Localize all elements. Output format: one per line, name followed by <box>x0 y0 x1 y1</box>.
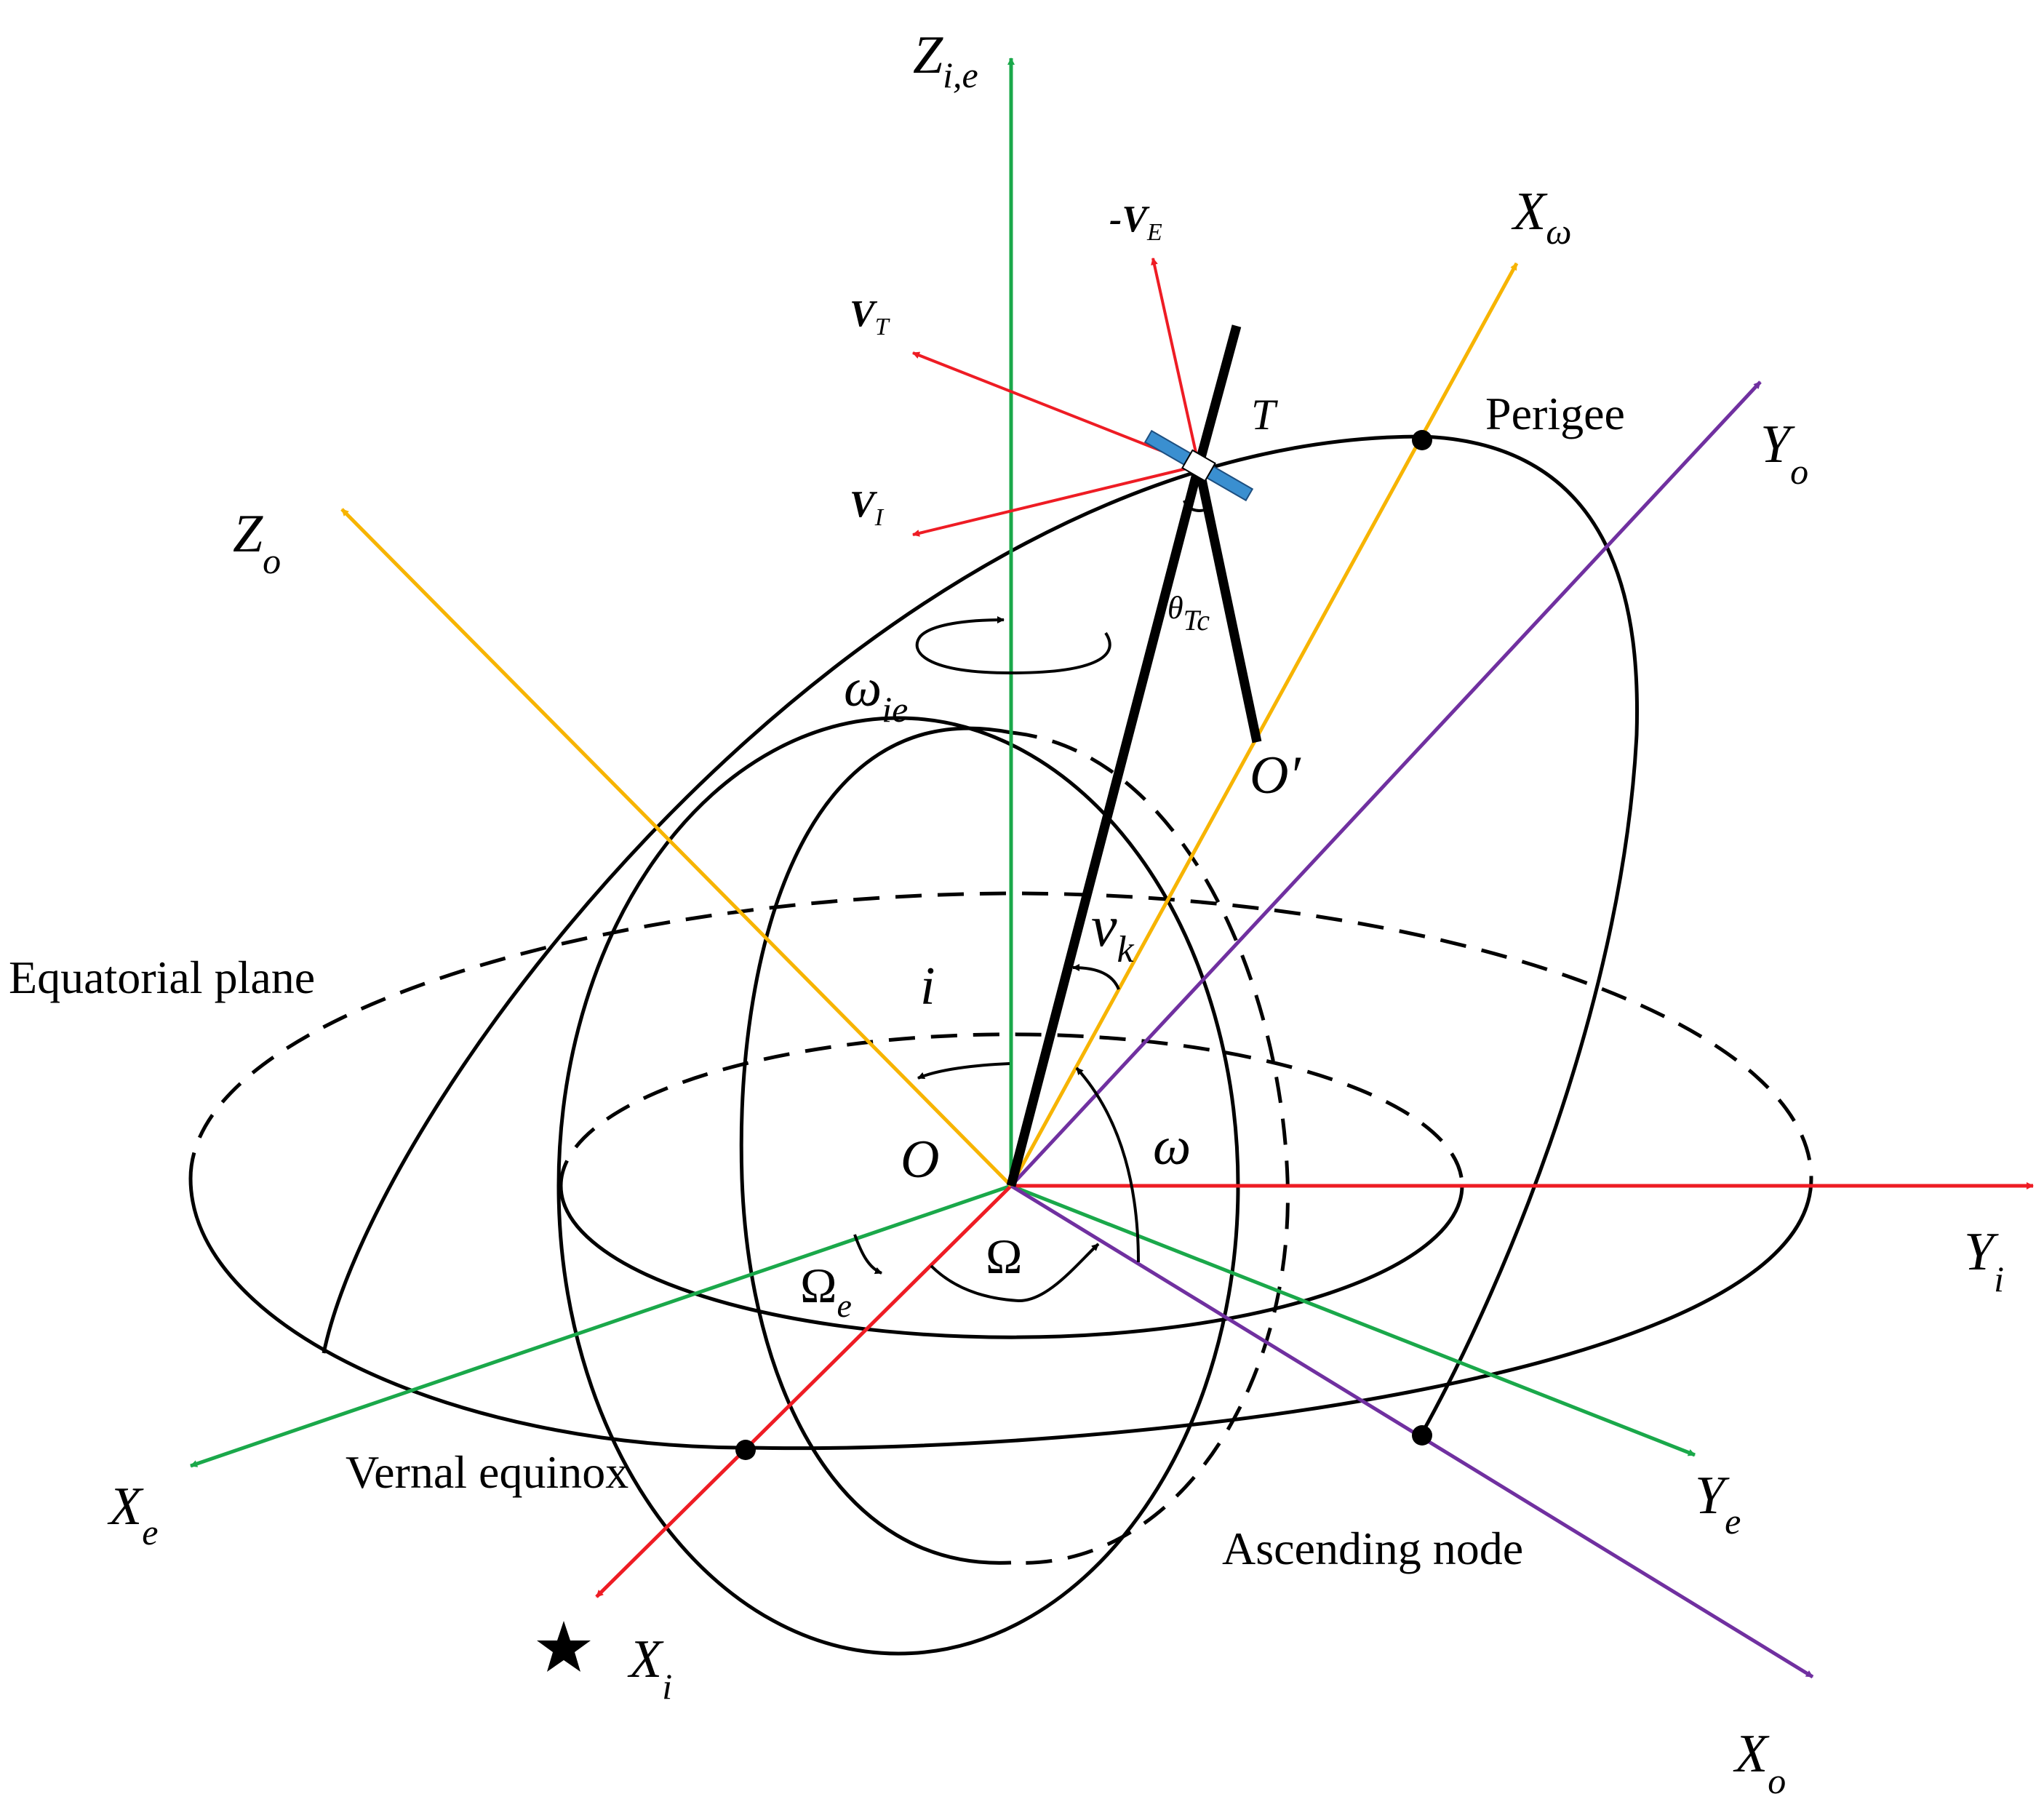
satellite-panel-right <box>1205 465 1254 502</box>
v-t-label: VT <box>850 293 890 340</box>
line-t-extension <box>1194 324 1242 467</box>
perigee-point <box>1412 430 1432 450</box>
v-t-vector <box>912 351 1199 467</box>
target-label: T <box>1251 391 1278 439</box>
orbit-ellipse <box>322 434 1640 1435</box>
equator-back <box>559 1032 1464 1187</box>
y-e-label: Ye <box>1695 1466 1741 1542</box>
inclination-arc <box>917 1062 1010 1080</box>
true-anomaly-arc <box>1072 964 1120 990</box>
z-o-label: Zo <box>233 504 281 581</box>
arg-perigee-arc <box>1075 1067 1140 1263</box>
x-i-label: Xi <box>627 1630 672 1707</box>
perigee-label: Perigee <box>1485 388 1625 439</box>
z-ie-label: Zi,e <box>913 25 978 95</box>
meridian-front <box>739 726 1012 1565</box>
minus-v-e-vector <box>1151 258 1200 466</box>
minus-v-e-label: -VE <box>1109 199 1162 246</box>
omega-e-label: Ωe <box>800 1258 852 1324</box>
x-omega-axis <box>1009 262 1519 1187</box>
theta-tc-arc <box>1183 500 1208 512</box>
y-o-label: Yo <box>1760 415 1808 492</box>
star-icon <box>537 1621 591 1672</box>
line-o-to-t <box>1006 464 1204 1187</box>
z-o-axis <box>340 508 1013 1187</box>
y-e-axis <box>1010 1184 1696 1457</box>
o-prime-label: O′ <box>1250 746 1301 805</box>
true-anomaly-label: vk <box>1091 895 1135 970</box>
equatorial-plane-label: Equatorial plane <box>9 952 315 1003</box>
x-e-axis <box>190 1184 1012 1468</box>
satellite-body <box>1181 449 1216 482</box>
v-i-vector <box>912 464 1199 537</box>
meridian-back <box>1010 730 1290 1565</box>
line-t-to-o-prime <box>1194 464 1262 743</box>
x-o-axis <box>1010 1184 1814 1679</box>
satellite-icon <box>1143 429 1254 502</box>
equatorial-plane-front <box>188 1178 1813 1451</box>
v-i-label: VI <box>850 484 885 531</box>
raan-label: Ω <box>986 1229 1023 1284</box>
equatorial-plane-ellipse <box>188 891 1813 1451</box>
omega-ie-rotation-arrow <box>915 616 1111 675</box>
ascending-node-point <box>1412 1425 1432 1446</box>
arg-perigee-label: ω <box>1153 1117 1191 1176</box>
omega-e-arc <box>853 1234 882 1275</box>
x-o-label: Xo <box>1733 1724 1786 1801</box>
raan-arc <box>930 1243 1100 1303</box>
equator-front <box>559 1185 1464 1339</box>
omega-ie-label: ωie <box>844 658 908 730</box>
x-omega-label: Xω <box>1511 182 1572 252</box>
inclination-label: i <box>920 957 935 1016</box>
vernal-equinox-point <box>735 1440 756 1460</box>
y-i-label: Yi <box>1964 1222 2004 1299</box>
ascending-node-label: Ascending node <box>1222 1523 1523 1574</box>
x-e-label: Xe <box>107 1477 158 1552</box>
x-i-axis <box>595 1184 1013 1598</box>
equatorial-plane-back <box>188 891 1813 1179</box>
theta-tc-label: θTc <box>1167 590 1210 637</box>
origin-label: O <box>901 1130 939 1189</box>
vernal-equinox-label: Vernal equinox <box>346 1446 628 1498</box>
y-o-axis <box>1010 380 1762 1187</box>
